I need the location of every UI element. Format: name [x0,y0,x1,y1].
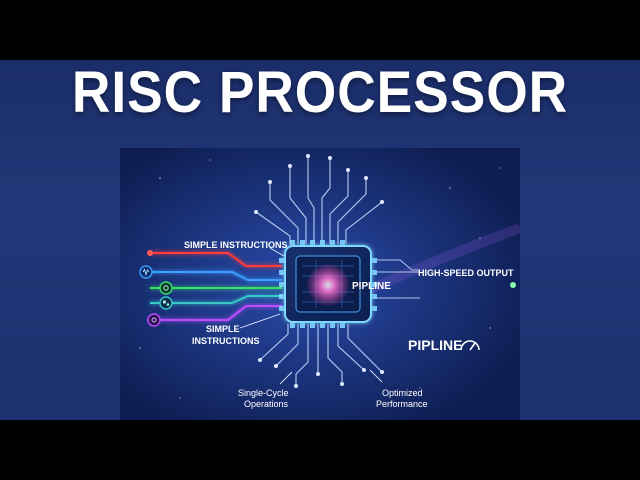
leader-lines [239,247,383,385]
stars [139,159,501,399]
label-high-speed-output: HIGH-SPEED OUTPUT [418,268,514,278]
nodes-icon [159,296,173,310]
top-trace-nodes [254,154,384,214]
label-simple-instructions-top: SIMPLE INSTRUCTIONS [184,240,288,250]
purple-input-line [150,305,282,321]
audio-wave-icon [139,265,153,279]
letterbox-bottom [0,420,640,480]
letterbox-top [0,0,640,60]
bottom-traces [259,324,383,386]
page-title: RISC PROCESSOR [71,60,569,125]
label-optimized-line1: Optimized [382,388,423,398]
red-input-dot [147,250,153,256]
teal-input-line [150,295,282,304]
gear-icon [159,281,173,295]
chip-pipeline-label: PIPLINE [352,281,391,292]
label-optimized-line2: Performance [376,399,428,409]
bottom-trace-nodes [258,358,384,388]
risc-diagram: SIMPLE INSTRUCTIONS HIGH-SPEED OUTPUT PI… [120,148,520,420]
top-traces [255,156,383,244]
label-simple-instructions-mid-line2: INSTRUCTIONS [192,336,260,346]
settings-icon [147,313,161,327]
output-dot [510,282,516,288]
label-single-cycle-line1: Single-Cycle [238,388,289,398]
output-traces [377,259,420,299]
label-simple-instructions-mid-line1: SIMPLE [206,324,240,334]
blue-input-line [150,271,282,281]
chip-core-glow [306,263,350,307]
label-single-cycle-line2: Operations [244,399,289,409]
red-input-line [150,252,282,267]
pipeline-badge-label: PIPLINE [408,337,462,353]
speedometer-icon [460,340,480,351]
